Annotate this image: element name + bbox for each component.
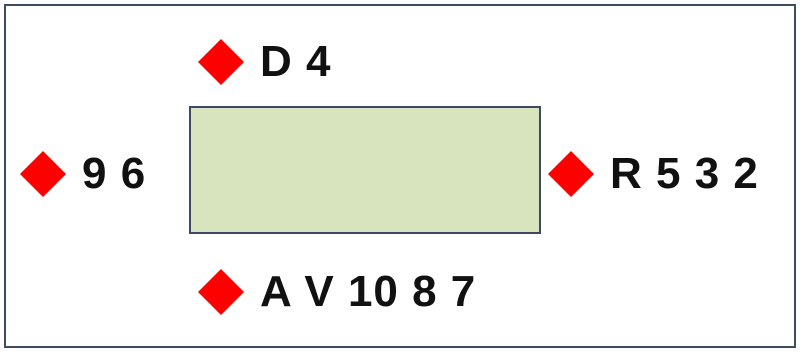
diamond-icon — [546, 149, 596, 199]
hand-east: R 5 3 2 — [546, 144, 759, 204]
diamond-icon — [18, 149, 68, 199]
hand-west: 9 6 — [18, 144, 146, 204]
hand-east-cards: R 5 3 2 — [610, 149, 759, 198]
hand-west-cards: 9 6 — [82, 149, 147, 198]
hand-north-cards: D 4 — [260, 37, 332, 86]
diamond-icon — [196, 37, 246, 87]
diamond-icon — [196, 267, 246, 317]
hand-south: A V 10 8 7 — [196, 262, 476, 322]
hand-south-cards: A V 10 8 7 — [260, 267, 477, 316]
hand-north: D 4 — [196, 32, 331, 92]
card-table — [189, 106, 541, 234]
